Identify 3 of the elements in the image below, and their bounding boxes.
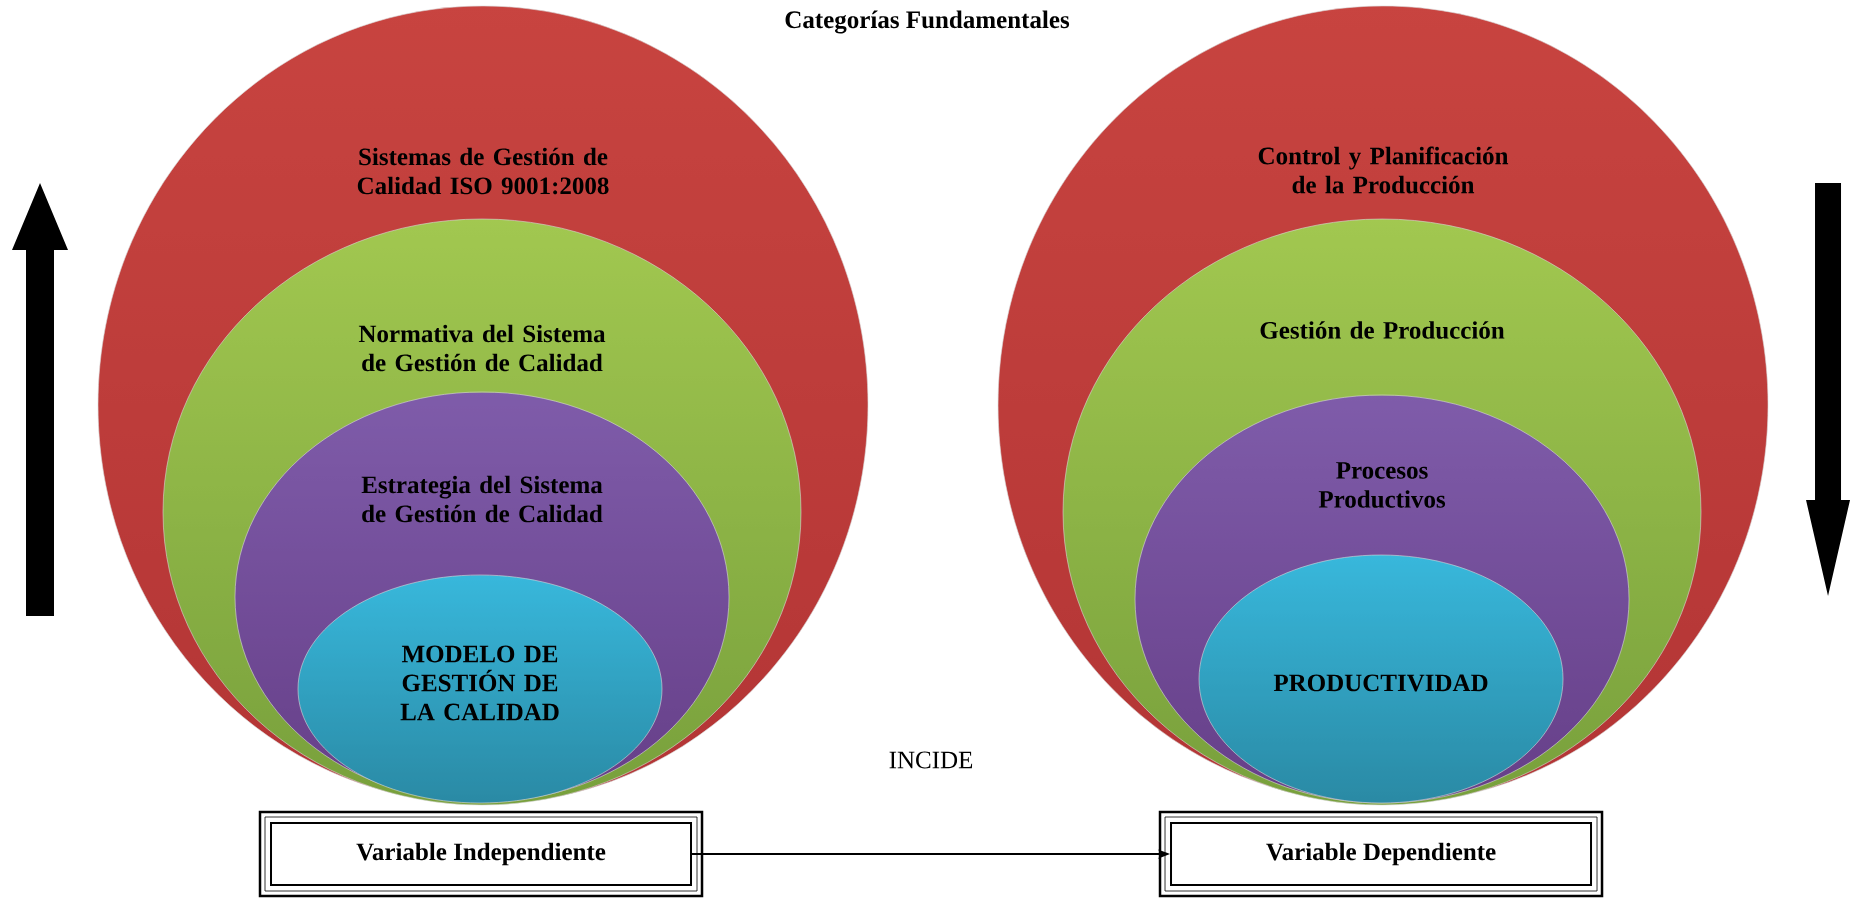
variable-box: Variable Independiente (258, 810, 704, 898)
edge-label: INCIDE (886, 749, 976, 771)
variable-box: Variable Dependiente (1158, 810, 1604, 898)
